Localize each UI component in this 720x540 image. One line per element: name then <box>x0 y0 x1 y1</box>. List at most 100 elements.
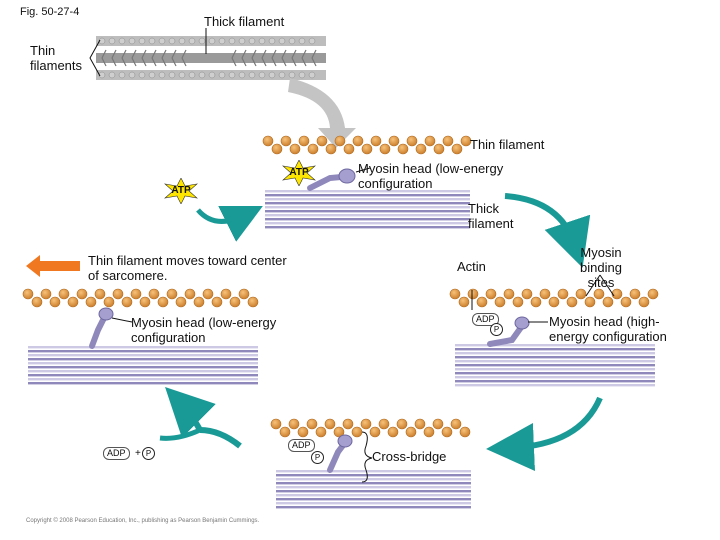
adp-tag: ADP <box>103 447 130 460</box>
actin-bead <box>94 288 106 300</box>
myosin-binding-sites-label: Myosin binding sites <box>580 245 622 290</box>
thick-filament-stripe <box>455 348 655 351</box>
thick-filament-stripe <box>455 356 655 359</box>
actin-bead <box>593 288 605 300</box>
thick-filament-stripe <box>28 366 258 369</box>
thick-filament-right-label: Thick filament <box>468 201 514 231</box>
actin-bead <box>424 135 436 147</box>
top-myosin-head <box>241 57 247 67</box>
top-thin-bead <box>238 71 246 79</box>
top-thin-bead <box>158 37 166 45</box>
top-thin-bead <box>178 37 186 45</box>
actin-bead <box>130 288 142 300</box>
thick-filament-stripe <box>455 384 655 387</box>
panel-1-actin <box>262 135 472 155</box>
actin-bead <box>458 296 470 308</box>
myosin-head-high-label: Myosin head (high-energy configuration <box>549 314 667 344</box>
actin-bead <box>307 143 319 155</box>
actin-bead <box>459 426 471 438</box>
panel-right <box>449 274 659 387</box>
thick-filament-stripe <box>455 364 655 367</box>
top-thin-bead <box>308 37 316 45</box>
top-thin-bead <box>268 37 276 45</box>
top-thin-bead <box>258 37 266 45</box>
actin-bead <box>298 135 310 147</box>
actin-bead <box>512 296 524 308</box>
phosphate-icon: P <box>311 451 324 464</box>
actin-bead <box>485 288 497 300</box>
top-myosin-head <box>151 57 157 67</box>
binding-site-pointer-2 <box>599 274 615 297</box>
atp-binding-arrow-icon <box>196 206 263 242</box>
top-myosin-head <box>301 57 307 67</box>
actin-bead <box>139 296 151 308</box>
actin-bead <box>85 296 97 308</box>
actin-bead <box>166 288 178 300</box>
top-myosin-head <box>131 57 137 67</box>
top-myosin-head <box>181 57 187 67</box>
actin-bead <box>49 296 61 308</box>
actin-bead <box>566 296 578 308</box>
thick-filament-stripe <box>28 382 258 385</box>
actin-bead <box>602 296 614 308</box>
top-thin-bead <box>128 37 136 45</box>
actin-bead <box>432 418 444 430</box>
top-myosin-head <box>251 57 257 67</box>
atp-star-icon: ATP <box>282 159 316 187</box>
actin-bead <box>211 296 223 308</box>
actin-bead <box>647 288 659 300</box>
thick-filament-stripe <box>455 376 655 379</box>
actin-bead <box>157 296 169 308</box>
top-thin-bead <box>178 71 186 79</box>
figure-label: Fig. 50-27-4 <box>20 6 80 18</box>
actin-bead <box>193 296 205 308</box>
top-thin-bead <box>108 71 116 79</box>
panel-bottom-thick-filament <box>276 470 471 509</box>
actin-bead <box>352 135 364 147</box>
actin-bead <box>414 418 426 430</box>
plus-sign: + <box>135 448 141 459</box>
thick-filament-stripe <box>265 226 470 229</box>
top-myosin-head <box>171 57 177 67</box>
top-thin-bead <box>168 71 176 79</box>
panel-left <box>22 288 259 385</box>
top-myosin-head <box>121 49 127 59</box>
thick-filament-stripe <box>265 206 470 209</box>
top-myosin-head <box>161 49 167 59</box>
thin-filaments-label: Thin filaments <box>30 43 83 73</box>
thin-filament-label: Thin filament <box>470 137 545 152</box>
actin-bead <box>315 426 327 438</box>
top-myosin-head <box>161 57 167 67</box>
myosin-head-low-label-2: Myosin head (low-energy configuration <box>131 315 277 345</box>
actin-bead <box>503 288 515 300</box>
top-myosin-head <box>311 57 317 67</box>
actin-bead <box>67 296 79 308</box>
thick-filament-stripe <box>28 362 258 365</box>
thick-filament-stripe <box>276 482 471 485</box>
top-thin-bead <box>188 71 196 79</box>
top-thin-bead <box>268 71 276 79</box>
top-myosin-head <box>131 49 137 59</box>
actin-bead <box>112 288 124 300</box>
copyright-notice: Copyright © 2008 Pearson Education, Inc.… <box>26 518 260 524</box>
actin-bead <box>175 296 187 308</box>
thick-filament-stripe <box>28 346 258 349</box>
actin-bead <box>262 135 274 147</box>
thick-filament-stripe <box>455 368 655 371</box>
actin-bead <box>58 288 70 300</box>
thick-filament-stripe <box>455 380 655 383</box>
thick-filament-stripe <box>455 372 655 375</box>
top-myosin-head <box>251 49 257 59</box>
thick-filament-stripe <box>265 190 470 193</box>
panel-left-myosin-neck <box>89 315 107 349</box>
top-myosin-head <box>141 49 147 59</box>
panel-left-head-pointer <box>111 317 133 323</box>
panel-right-myosin-head <box>514 316 530 330</box>
actin-bead <box>584 296 596 308</box>
actin-bead <box>369 426 381 438</box>
thick-filament-stripe <box>276 494 471 497</box>
panel-1 <box>262 135 472 229</box>
thick-filament-stripe <box>455 352 655 355</box>
thick-filament-stripe <box>265 198 470 201</box>
